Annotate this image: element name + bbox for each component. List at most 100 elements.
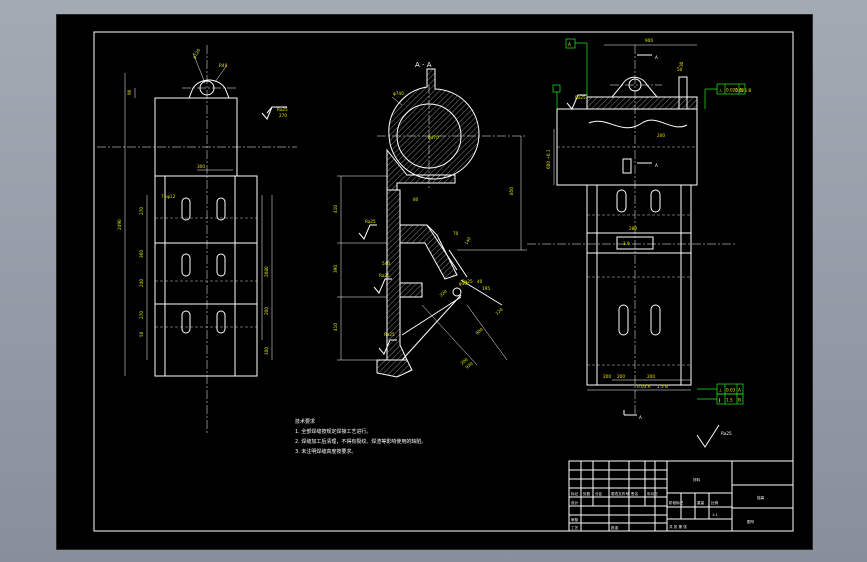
dimension-text: 2490 [117, 219, 122, 230]
dimension-text: 195 [482, 286, 490, 291]
dimension-text: 240 [139, 279, 144, 287]
tb-row-label: 年月日 [647, 491, 658, 496]
dimension-text: 70 [453, 231, 459, 236]
technical-requirements: 技术要求 1. 全部焊缝按规定焊接工艺进行。 2. 焊缝加工后清理，不得有裂纹、… [295, 418, 426, 455]
roughness-label: Ra25 [721, 431, 732, 436]
tb-row-label: 批准 [611, 525, 619, 530]
tech-req-line: 3. 未注明焊缝高度按要求。 [295, 448, 356, 455]
gdt-frame-2: ⊥ 0.03 A [716, 383, 744, 395]
dimension-text: 40 [477, 279, 483, 284]
tb-material: 材料 [693, 477, 701, 482]
front-view [97, 45, 297, 435]
drawing-sheet: A - A A [56, 14, 813, 550]
gdt-1-symbol: ⊥ [719, 88, 723, 93]
tb-ratio: 比例 [711, 500, 719, 505]
dimension-text: 200 [603, 374, 611, 379]
dimension-text: 930 [464, 361, 474, 370]
tb-row-label: 标记 [571, 491, 579, 496]
dimension-text: 300 [197, 164, 205, 169]
gdt-frame-1: ⊥ 0.025 B [716, 83, 746, 95]
dimension-text: 80 [413, 197, 419, 202]
dimension-text: 120 [494, 307, 504, 316]
dimension-text: 200 [617, 374, 625, 379]
tb-drawing-no: 图号 [747, 519, 755, 524]
dimension-text: 270 [139, 207, 144, 215]
tb-weight: 重量 [697, 500, 705, 505]
dimension-text: 900 [474, 327, 484, 336]
dimension-text: Ra25 [277, 107, 288, 112]
dimension-text: Ra25 [384, 332, 395, 337]
gdt-2-value: 0.03 [726, 388, 736, 393]
dimension-text: 50 [677, 67, 683, 72]
tb-row-label: 审核 [571, 517, 579, 522]
datum-label: A [568, 42, 571, 47]
gdt-2-symbol: ⊥ [719, 388, 723, 393]
dimension-text: 410 [333, 323, 338, 331]
tb-row-label: 签名 [631, 491, 639, 496]
tb-scale: 1:1 [712, 513, 718, 517]
dimension-text: Ra25 [462, 279, 473, 284]
dimension-text: R40 [219, 63, 228, 68]
dimension-text: 30 [679, 61, 684, 67]
tb-row-label: 分区 [595, 491, 603, 496]
tb-part-name: 摇臂 [757, 495, 765, 500]
tech-req-line: 2. 焊缝加工后清理，不得有裂纹、焊渣等影响使用的缺陷。 [295, 438, 426, 445]
dimension-text: 280 [629, 226, 637, 231]
dimension-text: Ra25 [575, 95, 586, 100]
dimension-text: 270 [279, 113, 287, 118]
dimension-text: 1.9 [623, 241, 630, 246]
front-slots [181, 197, 226, 334]
dimension-text: 410 [333, 205, 338, 213]
tech-req-title: 技术要求 [295, 418, 315, 425]
dimension-text: φ740 [393, 91, 404, 96]
dimension-text: Ra25 [379, 273, 390, 278]
view-arrow-label: A [639, 415, 642, 420]
tech-req-line: 1. 全部焊缝按规定焊接工艺进行。 [295, 428, 371, 435]
gdt-1-value: 0.025 [726, 88, 738, 93]
dimension-text: 0.03 A [637, 384, 651, 389]
tb-row-label: 更改文件号 [611, 491, 629, 496]
side-view: A [527, 38, 737, 416]
gdt-2-datum: A [738, 388, 741, 393]
tb-row-label: 设计 [571, 500, 579, 505]
dimension-text: 7×φ12 [161, 194, 176, 199]
dimension-text: 320 [438, 289, 448, 298]
dimension-text: φ30 [459, 281, 467, 286]
drawing-canvas: A - A A [93, 31, 794, 532]
dimension-text: Ra25 [365, 219, 376, 224]
gdt-3-datum: B [738, 398, 741, 403]
section-label: A - A [415, 61, 432, 69]
title-block: 标记 处数 分区 更改文件号 签名 年月日 设计 审核 工艺 批准 材料 阶段标… [568, 460, 794, 532]
dimension-text: 200 [657, 133, 665, 138]
dimension-text: 390 [333, 265, 338, 273]
side-slots [616, 189, 661, 336]
gdt-3-symbol: ∥ [719, 398, 721, 403]
dimension-text: φ120 [192, 47, 202, 59]
dimension-text: 200 [647, 374, 655, 379]
dimension-text: 850 [509, 187, 514, 195]
dimension-text: 270 [139, 311, 144, 319]
gdt-3-value: 1.5 [726, 398, 733, 403]
gdt-frame-3: ∥ 1.5 B [716, 393, 744, 405]
view-arrow-label: A [655, 163, 658, 168]
dimension-text: 140 [464, 236, 472, 246]
tb-sheet-info: 共 张 第 张 [669, 524, 687, 529]
tb-row-label: 处数 [583, 491, 591, 496]
dimension-text: 360 [139, 250, 144, 258]
dimension-text: 1.5 B [657, 384, 668, 389]
dimension-text: 50 [139, 331, 144, 337]
tb-stage: 阶段标记 [669, 500, 684, 505]
tb-row-label: 工艺 [571, 525, 579, 530]
roughness-symbol: Ra25 [696, 424, 732, 448]
dimension-text: 900 [645, 38, 653, 43]
gdt-1-datum: B [740, 88, 743, 93]
view-arrow-label: A [655, 55, 658, 60]
dimension-text: 200 [264, 307, 269, 315]
dimension-text: φ470 [428, 135, 439, 140]
dimension-text: 100 [264, 347, 269, 355]
dimension-text: 2080 [264, 266, 269, 277]
dimension-text: 200 [459, 357, 469, 366]
dimension-text: 0.025 B [735, 88, 751, 93]
